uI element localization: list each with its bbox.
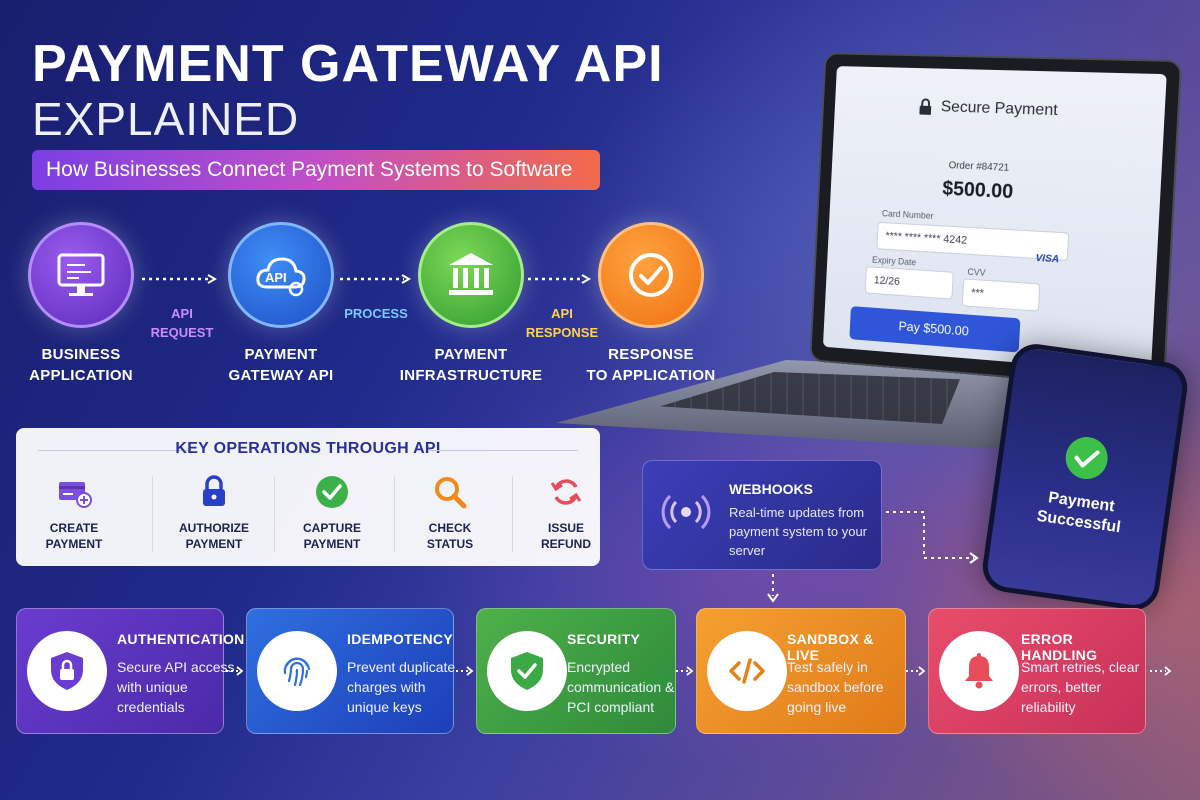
visa-logo: VISA (1035, 253, 1059, 266)
cvv-label: CVV (967, 267, 986, 278)
phone: PaymentSuccessful (979, 341, 1190, 613)
operation-create-payment: CREATEPAYMENT (16, 474, 132, 558)
feature-description: Secure API access with unique credential… (117, 657, 237, 717)
order-number: Order #84721 (877, 157, 1085, 177)
flow-step-business-application: BUSINESSAPPLICATION (1, 344, 161, 386)
magnifier-icon (432, 474, 468, 510)
expiry-date-label: Expiry Date (872, 255, 917, 268)
page-title-line2: EXPLAINED (32, 92, 299, 146)
feature-description: Encrypted communication & PCI compliant (567, 657, 675, 717)
flow-arrow-2 (340, 274, 414, 284)
flow-connector-label-api-response: APIRESPONSE (524, 304, 600, 342)
shield-check-icon (487, 631, 567, 711)
webhooks-card: WEBHOOKS Real-time updates from payment … (642, 460, 882, 570)
secure-payment-form: Secure Payment Order #84721 $500.00 Card… (823, 66, 1167, 373)
feature-description: Smart retries, clear errors, better reli… (1021, 657, 1141, 717)
webhooks-down-arrow (766, 574, 780, 604)
feature-connector (676, 666, 696, 676)
pay-button[interactable]: Pay $500.00 (849, 306, 1020, 352)
laptop-screen: Secure Payment Order #84721 $500.00 Card… (809, 52, 1182, 391)
feature-card-security: SECURITY Encrypted communication & PCI c… (476, 608, 676, 734)
feature-connector (456, 666, 476, 676)
webhooks-to-phone-arrow (884, 506, 984, 566)
heading-rule-right (428, 450, 578, 451)
flow-step-payment-infrastructure: PAYMENTINFRASTRUCTURE (391, 344, 551, 386)
operation-capture-payment: CAPTUREPAYMENT (274, 474, 390, 558)
flow-step-response-to-application: RESPONSETO APPLICATION (571, 344, 731, 386)
operation-issue-refund: ISSUEREFUND (508, 474, 624, 558)
code-icon (707, 631, 787, 711)
payment-card: Order #84721 $500.00 Card Number **** **… (868, 136, 1086, 363)
check-icon (314, 474, 350, 510)
feature-connector (906, 666, 928, 676)
operation-divider (152, 476, 153, 552)
check-circle-icon (598, 222, 704, 328)
payment-successful-text: PaymentSuccessful (994, 481, 1166, 544)
webhooks-description: Real-time updates from payment system to… (729, 503, 879, 560)
key-operations-heading: KEY OPERATIONS THROUGH API (16, 440, 600, 458)
flow-arrow-3 (528, 274, 594, 284)
feature-title: AUTHENTICATION (117, 631, 245, 647)
flow-connector-label-api-request: APIREQUEST (144, 304, 220, 342)
broadcast-icon (661, 487, 711, 537)
feature-title: SECURITY (567, 631, 640, 647)
expiry-date-field[interactable]: 12/26 (865, 266, 954, 299)
feature-description: Prevent duplicate charges with unique ke… (347, 657, 467, 717)
feature-connector (226, 666, 246, 676)
feature-connector-end (1150, 666, 1174, 676)
payment-amount: $500.00 (875, 175, 1084, 208)
bell-icon (939, 631, 1019, 711)
lock-icon (196, 474, 232, 510)
flow-connector-label-process: PROCESS (336, 304, 416, 323)
page-title: PAYMENT GATEWAY API (32, 34, 664, 94)
subtitle-banner: How Businesses Connect Payment Systems t… (32, 150, 600, 190)
secure-payment-header: Secure Payment (940, 98, 1058, 120)
bank-icon (418, 222, 524, 328)
feature-card-error-handling: ERROR HANDLING Smart retries, clear erro… (928, 608, 1146, 734)
padlock-icon (917, 98, 933, 116)
feature-card-idempotency: IDEMPOTENCY Prevent duplicate charges wi… (246, 608, 454, 734)
monitor-icon (28, 222, 134, 328)
feature-description: Test safely in sandbox before going live (787, 657, 903, 717)
fingerprint-icon (257, 631, 337, 711)
feature-card-sandbox-live: SANDBOX & LIVE Test safely in sandbox be… (696, 608, 906, 734)
flow-step-payment-gateway-api: PAYMENTGATEWAY API (201, 344, 361, 386)
operation-check-status: CHECKSTATUS (392, 474, 508, 558)
operation-authorize-payment: AUTHORIZEPAYMENT (156, 474, 272, 558)
webhooks-title: WEBHOOKS (729, 481, 813, 497)
key-operations-panel: KEY OPERATIONS THROUGH API CREATEPAYMENT… (16, 428, 600, 566)
shield-lock-icon (27, 631, 107, 711)
api-cloud-text: API (265, 270, 287, 285)
flow-arrow-1 (142, 274, 220, 284)
cvv-field[interactable]: *** (962, 278, 1041, 311)
feature-title: IDEMPOTENCY (347, 631, 453, 647)
check-circle-icon (1061, 432, 1113, 484)
card-number-label: Card Number (882, 208, 934, 221)
card-plus-icon (56, 474, 92, 510)
api-cloud-icon: API (228, 222, 334, 328)
feature-card-authentication: AUTHENTICATION Secure API access with un… (16, 608, 224, 734)
refresh-icon (548, 474, 584, 510)
